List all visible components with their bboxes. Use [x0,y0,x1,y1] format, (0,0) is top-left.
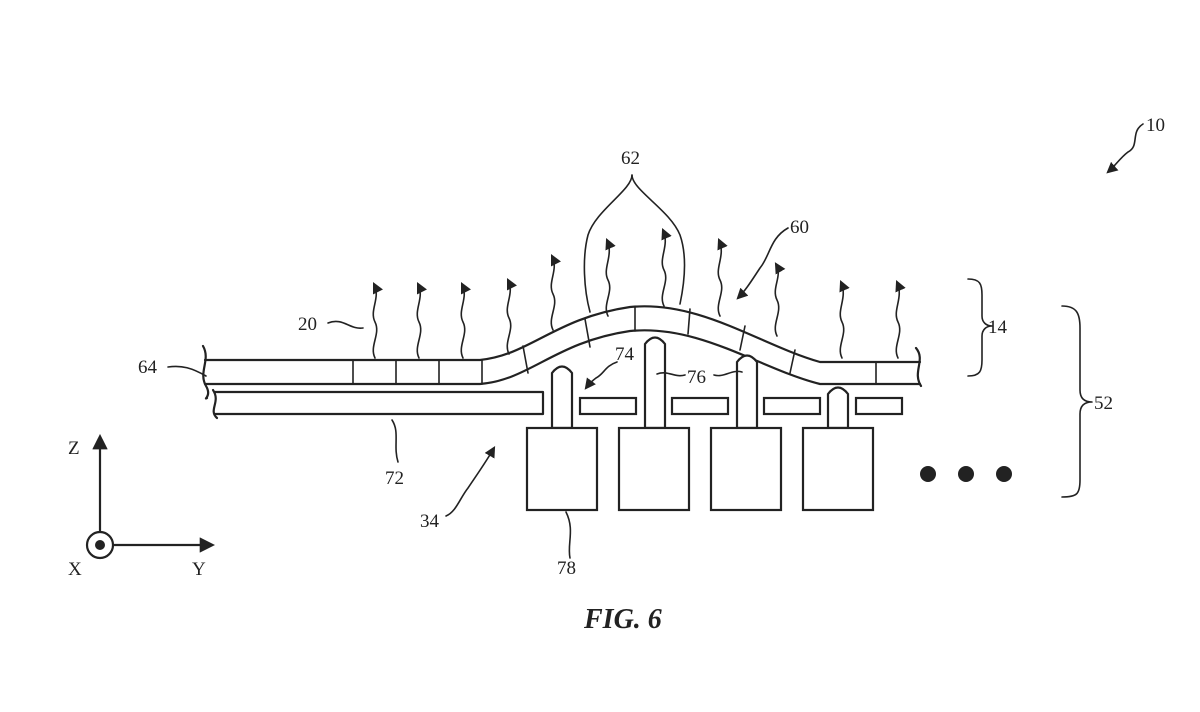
label-74: 74 [615,344,635,365]
label-76: 76 [687,367,706,388]
light-arrow [661,227,672,307]
brace-52 [1061,305,1093,498]
motor-block [709,426,783,512]
light-arrow [774,262,786,337]
support-segment [670,396,730,416]
figure-caption: FIG. 6 [583,604,662,635]
label-52: 52 [1094,393,1113,414]
leader-10 [1106,123,1144,174]
light-arrow [372,281,384,359]
label-14: 14 [988,317,1008,338]
pin [826,386,850,430]
axis-label-y: Y [192,559,206,580]
pin [643,336,667,430]
label-62: 62 [621,148,640,169]
display-layer [201,305,923,400]
motor-block [617,426,691,512]
reference-labels: 10 62 60 14 20 64 74 76 52 72 34 78 Z X … [68,115,1165,635]
continuation-dots [920,466,1012,482]
display-break-left [201,344,210,400]
leader-20 [327,320,364,329]
support-segment [578,396,638,416]
motor-blocks [525,426,875,512]
braces [967,278,1093,498]
light-arrow [839,279,850,359]
leader-72 [391,419,399,463]
light-arrow [506,277,518,355]
leader-lines [167,123,1144,559]
light-arrow [605,237,616,317]
leader-74 [584,361,618,390]
leader-76-right [713,370,743,377]
pin [550,365,574,430]
pixel-dividers [352,306,877,385]
light-arrow [416,281,428,359]
leader-64 [167,365,207,377]
label-10: 10 [1146,115,1165,136]
support-segment [762,396,822,416]
motor-block [801,426,875,512]
light-arrow [717,237,728,317]
leader-62-right [631,174,686,305]
support-break-left [211,388,219,420]
light-arrow [550,253,562,331]
label-64: 64 [138,357,158,378]
coordinate-axes [85,433,216,560]
axis-label-x: X [68,559,82,580]
support-segment [854,396,904,416]
leader-78 [565,511,572,559]
light-arrows [372,227,906,359]
axis-label-z: Z [68,438,80,459]
support-plate-main [213,390,545,416]
label-72: 72 [385,468,404,489]
label-78: 78 [557,558,576,579]
leader-34 [445,446,496,517]
brace-14 [967,278,993,377]
pin [735,354,759,430]
label-34: 34 [420,511,440,532]
light-arrow [460,281,472,359]
light-arrow [895,279,906,359]
leader-60 [736,227,789,300]
leader-76-left [656,372,686,377]
leader-62-left [583,174,633,313]
support-layer [211,388,904,420]
actuator-pins [550,336,850,430]
display-break-right [914,346,923,388]
motor-block [525,426,599,512]
label-20: 20 [298,314,317,335]
x-axis-dot [95,540,105,550]
display-top-edge [203,305,922,364]
label-60: 60 [790,217,809,238]
display-bottom-edge [203,329,922,386]
